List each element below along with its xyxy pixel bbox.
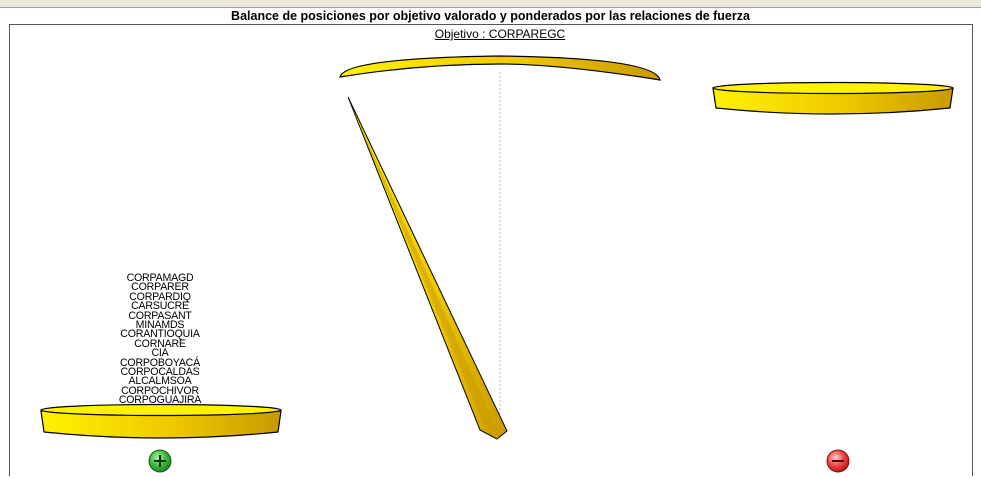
left-pan	[40, 403, 282, 439]
actor-label: CORPARER	[131, 281, 189, 294]
actor-label: CORPOBOYACÁ	[119, 356, 200, 369]
balance-needle	[347, 96, 508, 440]
actor-label: CORPARDIQ	[129, 290, 191, 303]
actor-label: CORPASANT	[128, 309, 192, 322]
actor-label: CORPAMAGD	[126, 272, 194, 284]
minus-circle-icon	[826, 449, 850, 473]
actor-label: CARSUCRE	[131, 300, 189, 313]
left-pan-actor-list: CORPAMAGD CORPARER CORPARDIQ CARSUCRE CO…	[60, 272, 260, 407]
actor-label: CORPOGUAJIRA	[118, 394, 202, 407]
balance-beam	[339, 55, 661, 81]
add-to-favor-button[interactable]	[148, 449, 172, 473]
actor-label: MINAMDS	[135, 319, 185, 332]
plus-circle-icon	[148, 449, 172, 473]
right-pan	[712, 81, 954, 115]
chart-title: Balance de posiciones por objetivo valor…	[231, 9, 750, 23]
window-top-strip	[0, 0, 981, 8]
actor-label: CIA	[151, 347, 169, 360]
actor-label: CORPOCALDAS	[120, 366, 200, 379]
add-against-button[interactable]	[826, 449, 850, 473]
actor-label: CORNARE	[134, 337, 186, 350]
actor-label: ALCALMSOA	[128, 375, 192, 388]
actor-label: CORANTIOQUIA	[120, 328, 200, 341]
objective-label: Objetivo : CORPAREGC	[434, 27, 566, 41]
actor-label: CORPOCHIVOR	[121, 384, 199, 397]
